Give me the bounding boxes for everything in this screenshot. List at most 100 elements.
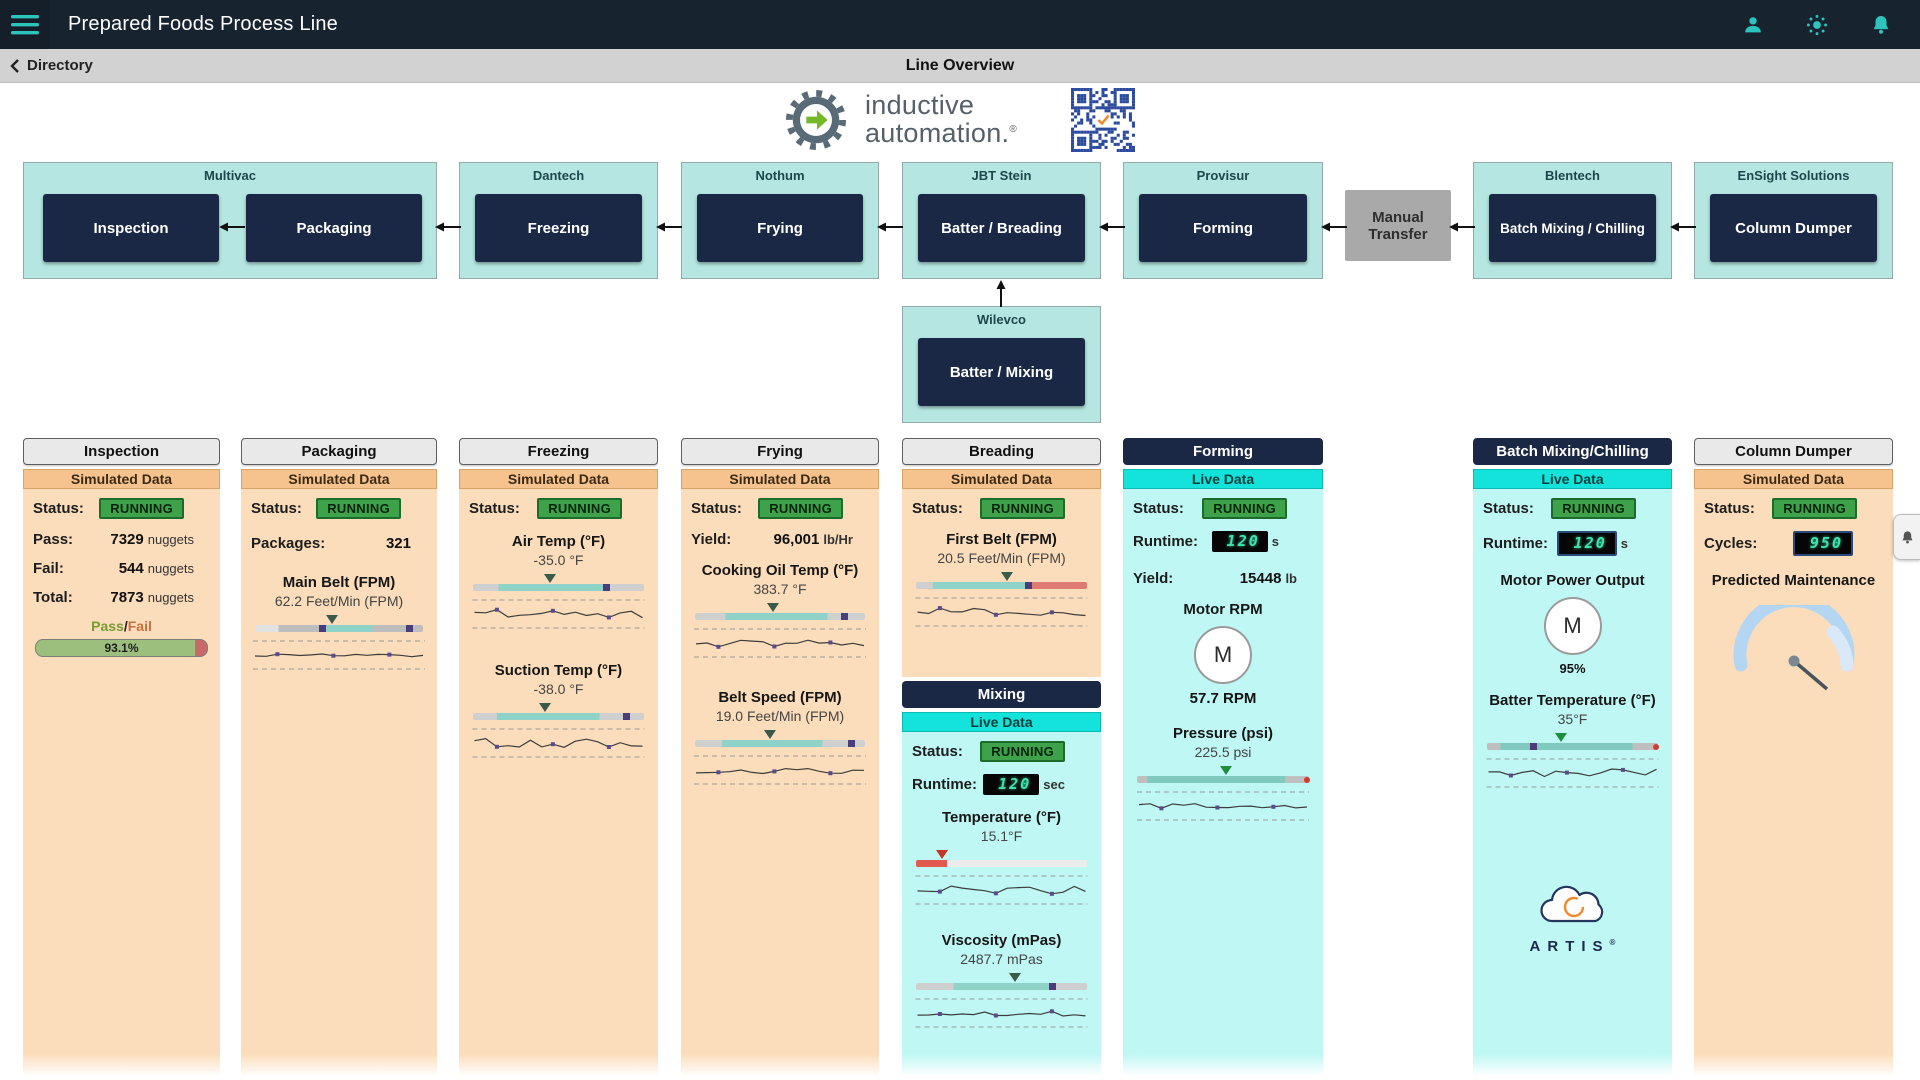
widget-value: 225.5 psi: [1194, 744, 1252, 760]
passfail-bar-fill: [36, 640, 196, 656]
status-badge: RUNNING: [1772, 498, 1857, 519]
trend-sparkline: [912, 996, 1091, 1035]
forming-header-button[interactable]: Forming: [1123, 438, 1323, 465]
breading-header-button[interactable]: Breading: [902, 438, 1101, 465]
mixing-header-button[interactable]: Mixing: [902, 681, 1101, 708]
pressure-slider[interactable]: [1137, 765, 1310, 786]
status-label: Status:: [469, 500, 520, 517]
status-label: Status:: [1133, 500, 1184, 517]
column-dumper-header-button[interactable]: Column Dumper: [1694, 438, 1893, 465]
runtime-label: Runtime:: [912, 776, 977, 793]
panel-batch-mixing-chilling: Batch Mixing/Chilling Live Data Status: …: [1473, 438, 1672, 1080]
panel-forming: Forming Live Data Status: RUNNING Runtim…: [1123, 438, 1323, 1080]
breading-body: Status: RUNNING First Belt (FPM) 20.5 Fe…: [902, 489, 1101, 677]
flow-inspection-button[interactable]: Inspection: [43, 194, 219, 262]
packaging-header-button[interactable]: Packaging: [241, 438, 437, 465]
air-temp-widget: Air Temp (°F) -35.0 °F: [469, 533, 648, 636]
motor-rpm-title: Motor RPM: [1183, 601, 1263, 618]
inspection-header-button[interactable]: Inspection: [23, 438, 220, 465]
data-source-badge: Simulated Data: [1694, 469, 1893, 489]
flow-panel-provisur: Provisur Forming: [1123, 162, 1323, 279]
batch-mixing-header-button[interactable]: Batch Mixing/Chilling: [1473, 438, 1672, 465]
trend-sparkline: [912, 595, 1091, 634]
status-badge: RUNNING: [1551, 498, 1636, 519]
belt-speed-slider[interactable]: [695, 729, 865, 750]
frying-header-button[interactable]: Frying: [681, 438, 879, 465]
widget-title: Suction Temp (°F): [494, 662, 623, 679]
widget-title: Belt Speed (FPM): [718, 689, 842, 706]
widget-value: 35°F: [1557, 711, 1588, 727]
flow-panel-jbt-stein: JBT Stein Batter / Breading: [902, 162, 1101, 279]
first-belt-slider[interactable]: [916, 571, 1087, 592]
data-source-badge: Live Data: [902, 712, 1101, 732]
flow-batch-mixing-chilling-button[interactable]: Batch Mixing / Chilling: [1489, 194, 1656, 262]
trend-sparkline: [1133, 789, 1313, 828]
air-temp-slider[interactable]: [473, 573, 644, 594]
status-badge: RUNNING: [758, 498, 843, 519]
belt-speed-widget: Belt Speed (FPM) 19.0 Feet/Min (FPM): [691, 689, 869, 792]
flow-panel-blentech: Blentech Batch Mixing / Chilling: [1473, 162, 1672, 279]
temperature-slider[interactable]: [916, 849, 1087, 870]
slash: /: [123, 618, 128, 634]
inductive-automation-gear-icon: [785, 89, 846, 151]
packages-value: 321: [385, 535, 411, 552]
registered-mark: ®: [1609, 938, 1616, 947]
logo-line2: automation.®: [864, 118, 1018, 148]
runtime-label: Runtime:: [1483, 535, 1548, 552]
flow-arrow-left-icon: [1670, 220, 1696, 239]
suction-temp-widget: Suction Temp (°F) -38.0 °F: [469, 662, 648, 765]
flow-frying-button[interactable]: Frying: [697, 194, 863, 262]
alarm-panel-tab[interactable]: [1893, 514, 1920, 560]
freezing-header-button[interactable]: Freezing: [459, 438, 658, 465]
motor-rpm-value: 57.7 RPM: [1189, 690, 1257, 707]
widget-title: Viscosity (mPas): [941, 932, 1062, 949]
status-label: Status:: [1483, 500, 1534, 517]
packaging-body: Status: RUNNING Packages: 321 Main Belt …: [241, 489, 437, 1080]
cooking-oil-slider[interactable]: [695, 602, 865, 623]
widget-value: 383.7 °F: [753, 581, 807, 597]
flow-freezing-button[interactable]: Freezing: [475, 194, 642, 262]
fail-label: Fail:: [33, 560, 64, 577]
breadcrumb-back[interactable]: Directory: [10, 57, 93, 74]
yield-value: 96,001: [773, 531, 820, 548]
status-label: Status:: [1704, 500, 1755, 517]
vendor-label: EnSight Solutions: [1737, 168, 1850, 183]
flow-panel-wilevco: Wilevco Batter / Mixing: [902, 306, 1101, 423]
widget-title: Cooking Oil Temp (°F): [701, 562, 859, 579]
flow-forming-button[interactable]: Forming: [1139, 194, 1307, 262]
suction-temp-slider[interactable]: [473, 702, 644, 723]
main-belt-slider[interactable]: [255, 614, 423, 635]
panel-freezing: Freezing Simulated Data Status: RUNNING …: [459, 438, 658, 1080]
batter-temperature-slider[interactable]: [1487, 732, 1659, 753]
predicted-maintenance-title: Predicted Maintenance: [1711, 572, 1876, 589]
inductive-automation-wordmark: inductive automation.®: [865, 92, 1017, 147]
menu-button[interactable]: [0, 0, 50, 49]
top-bar: Prepared Foods Process Line: [0, 0, 1920, 49]
logo-row: inductive automation.®: [0, 88, 1920, 152]
widget-value: 15.1°F: [980, 828, 1023, 844]
notifications-bell-icon[interactable]: [1870, 14, 1892, 36]
artis-cloud-icon: [1539, 885, 1603, 923]
user-icon[interactable]: [1742, 14, 1764, 36]
total-value: 7873: [110, 589, 144, 606]
data-source-badge: Live Data: [1123, 469, 1323, 489]
widget-value: -35.0 °F: [533, 552, 584, 568]
status-badge: RUNNING: [99, 498, 184, 519]
flow-batter-mixing-button[interactable]: Batter / Mixing: [918, 338, 1085, 406]
registered-mark: ®: [1009, 124, 1018, 135]
flow-batter-breading-button[interactable]: Batter / Breading: [918, 194, 1085, 262]
flow-column-dumper-button[interactable]: Column Dumper: [1710, 194, 1877, 262]
vendor-label: Dantech: [532, 168, 585, 183]
data-source-badge: Simulated Data: [241, 469, 437, 489]
batter-temperature-widget: Batter Temperature (°F) 35°F: [1483, 692, 1662, 795]
flow-packaging-button[interactable]: Packaging: [246, 194, 422, 262]
viscosity-slider[interactable]: [916, 972, 1087, 993]
theme-sun-icon[interactable]: [1806, 14, 1828, 36]
gauge-icon: [1733, 605, 1854, 691]
flow-panel-nothum: Nothum Frying: [681, 162, 879, 279]
flow-arrow-left-icon: [1321, 220, 1347, 239]
